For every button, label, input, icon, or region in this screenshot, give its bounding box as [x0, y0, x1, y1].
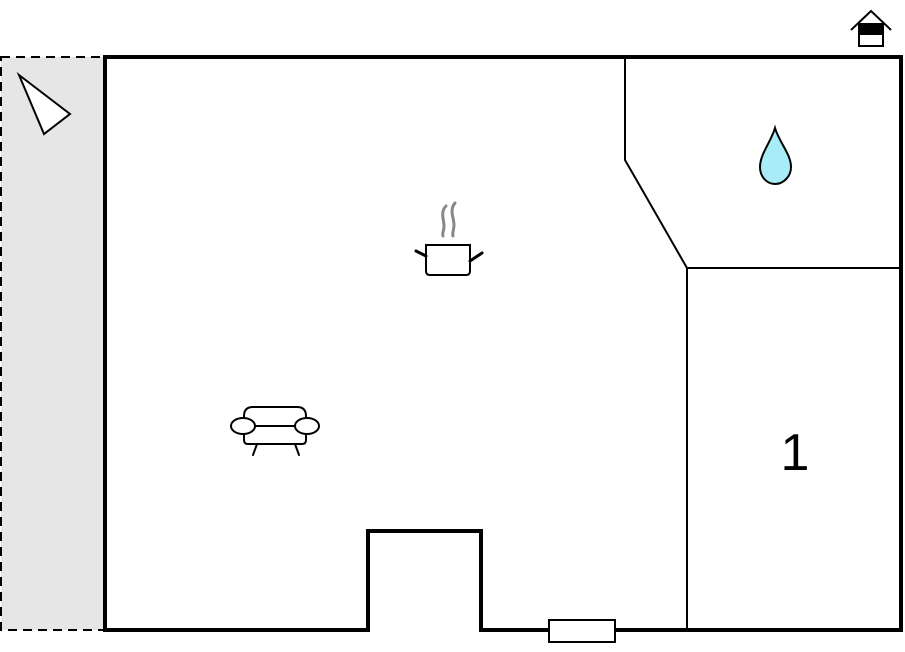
window — [548, 619, 616, 643]
compass-arrow-icon — [16, 71, 72, 136]
outer-walls — [103, 55, 903, 632]
terrace-area — [0, 56, 106, 631]
bedroom-label: 1 — [781, 424, 810, 482]
house-entrance-icon — [850, 9, 892, 47]
sofa-icon — [230, 406, 320, 456]
water-drop-icon — [758, 124, 793, 186]
interior-walls — [624, 57, 901, 630]
kitchen-pot-icon — [414, 201, 484, 276]
